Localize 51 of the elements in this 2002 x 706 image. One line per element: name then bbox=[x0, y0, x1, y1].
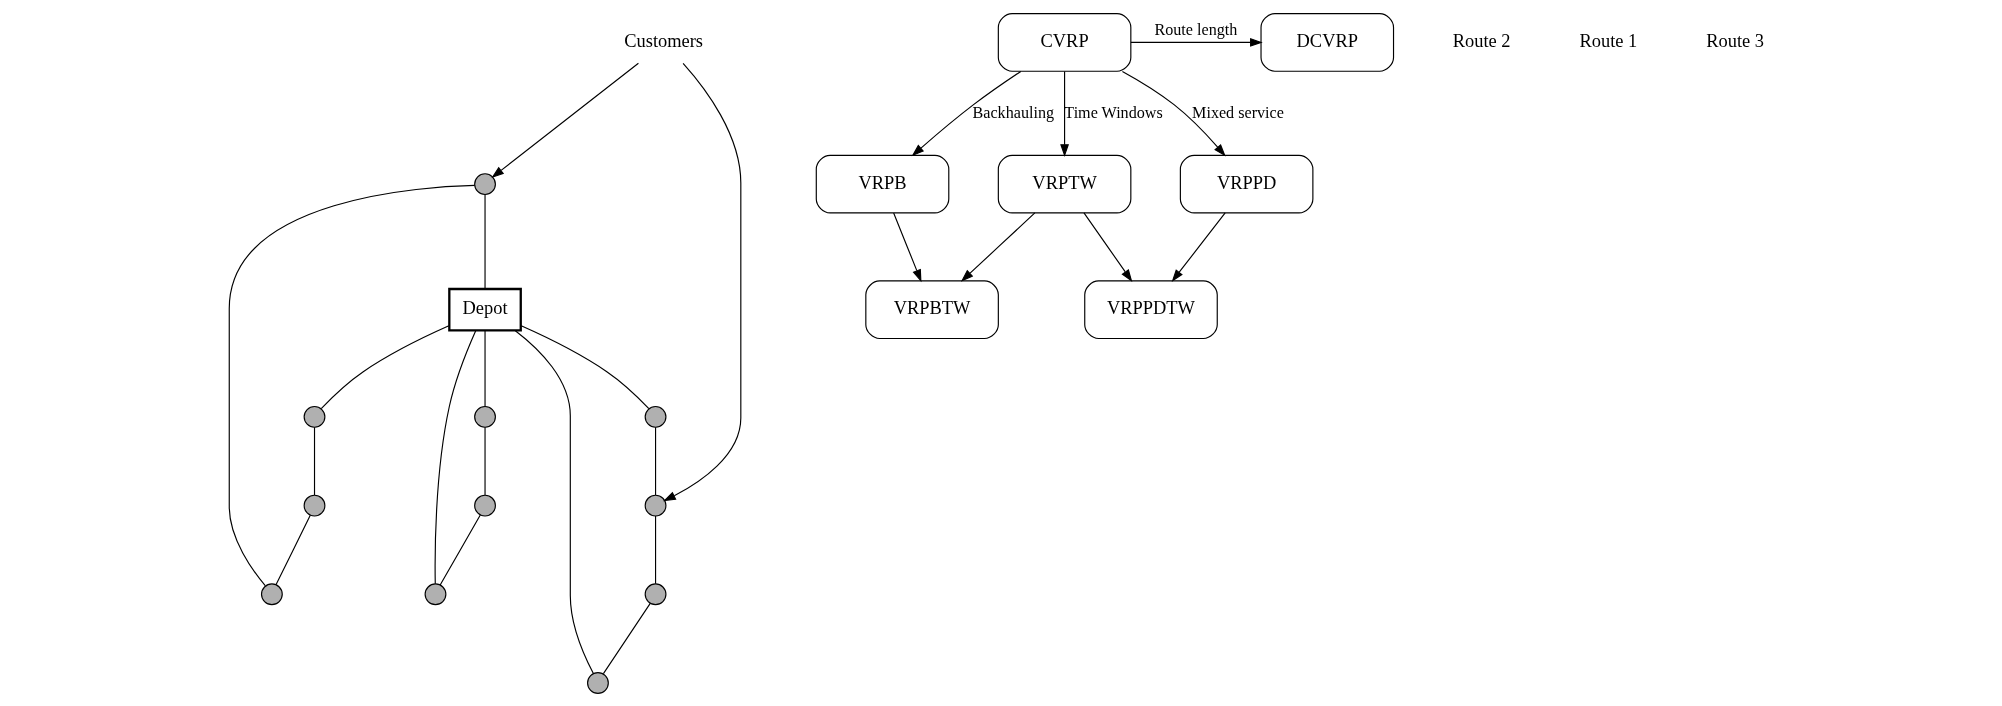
node-circle bbox=[644, 405, 666, 428]
node-box: DCVRP bbox=[1259, 12, 1394, 72]
connector bbox=[483, 193, 486, 289]
node-circle bbox=[644, 582, 666, 605]
connector bbox=[483, 329, 486, 407]
connector bbox=[520, 324, 649, 409]
arrow bbox=[1082, 211, 1132, 282]
node-box: Depot bbox=[447, 287, 522, 332]
node-circle bbox=[644, 494, 666, 517]
node-box: VRPB bbox=[815, 154, 949, 213]
arrow bbox=[960, 211, 1035, 282]
connector bbox=[602, 602, 651, 674]
node-circle bbox=[473, 494, 496, 517]
arrow bbox=[1121, 70, 1226, 156]
label: Route 2 bbox=[1452, 30, 1511, 51]
connector bbox=[320, 324, 449, 409]
connector bbox=[439, 513, 481, 586]
connector bbox=[514, 329, 594, 674]
label: Route 3 bbox=[1705, 30, 1764, 51]
edge-label: Time Windows bbox=[1063, 103, 1163, 121]
node-circle bbox=[473, 172, 496, 195]
connector bbox=[654, 426, 656, 496]
node-text: Customers bbox=[623, 30, 703, 51]
node-circle bbox=[303, 494, 325, 517]
connector bbox=[483, 426, 486, 496]
node-box: VRPPDTW bbox=[1083, 279, 1218, 339]
node-circle bbox=[586, 671, 609, 694]
edge-label: Route length bbox=[1154, 20, 1237, 38]
label: Route 1 bbox=[1578, 30, 1637, 51]
node-circle bbox=[473, 405, 496, 428]
node-box: VRPPD bbox=[1179, 154, 1313, 213]
edge-label: Backhauling bbox=[972, 103, 1054, 121]
edge-label: Mixed service bbox=[1191, 103, 1284, 121]
node-box: CVRP bbox=[997, 12, 1131, 72]
arrow bbox=[892, 211, 921, 282]
arrow bbox=[1171, 211, 1226, 282]
connector bbox=[275, 514, 311, 585]
connector bbox=[228, 184, 475, 586]
arrow bbox=[490, 62, 639, 178]
node-circle bbox=[260, 582, 283, 605]
node-circle bbox=[424, 582, 446, 605]
arrow bbox=[911, 70, 1021, 156]
connector bbox=[313, 426, 315, 496]
node-circle bbox=[303, 405, 325, 428]
connector bbox=[434, 329, 476, 584]
connector bbox=[654, 514, 656, 584]
node-box: VRPBTW bbox=[864, 279, 999, 339]
arrow bbox=[1129, 37, 1263, 47]
arrow bbox=[662, 62, 741, 501]
node-box: VRPTW bbox=[997, 154, 1131, 213]
arrow bbox=[1059, 70, 1069, 157]
